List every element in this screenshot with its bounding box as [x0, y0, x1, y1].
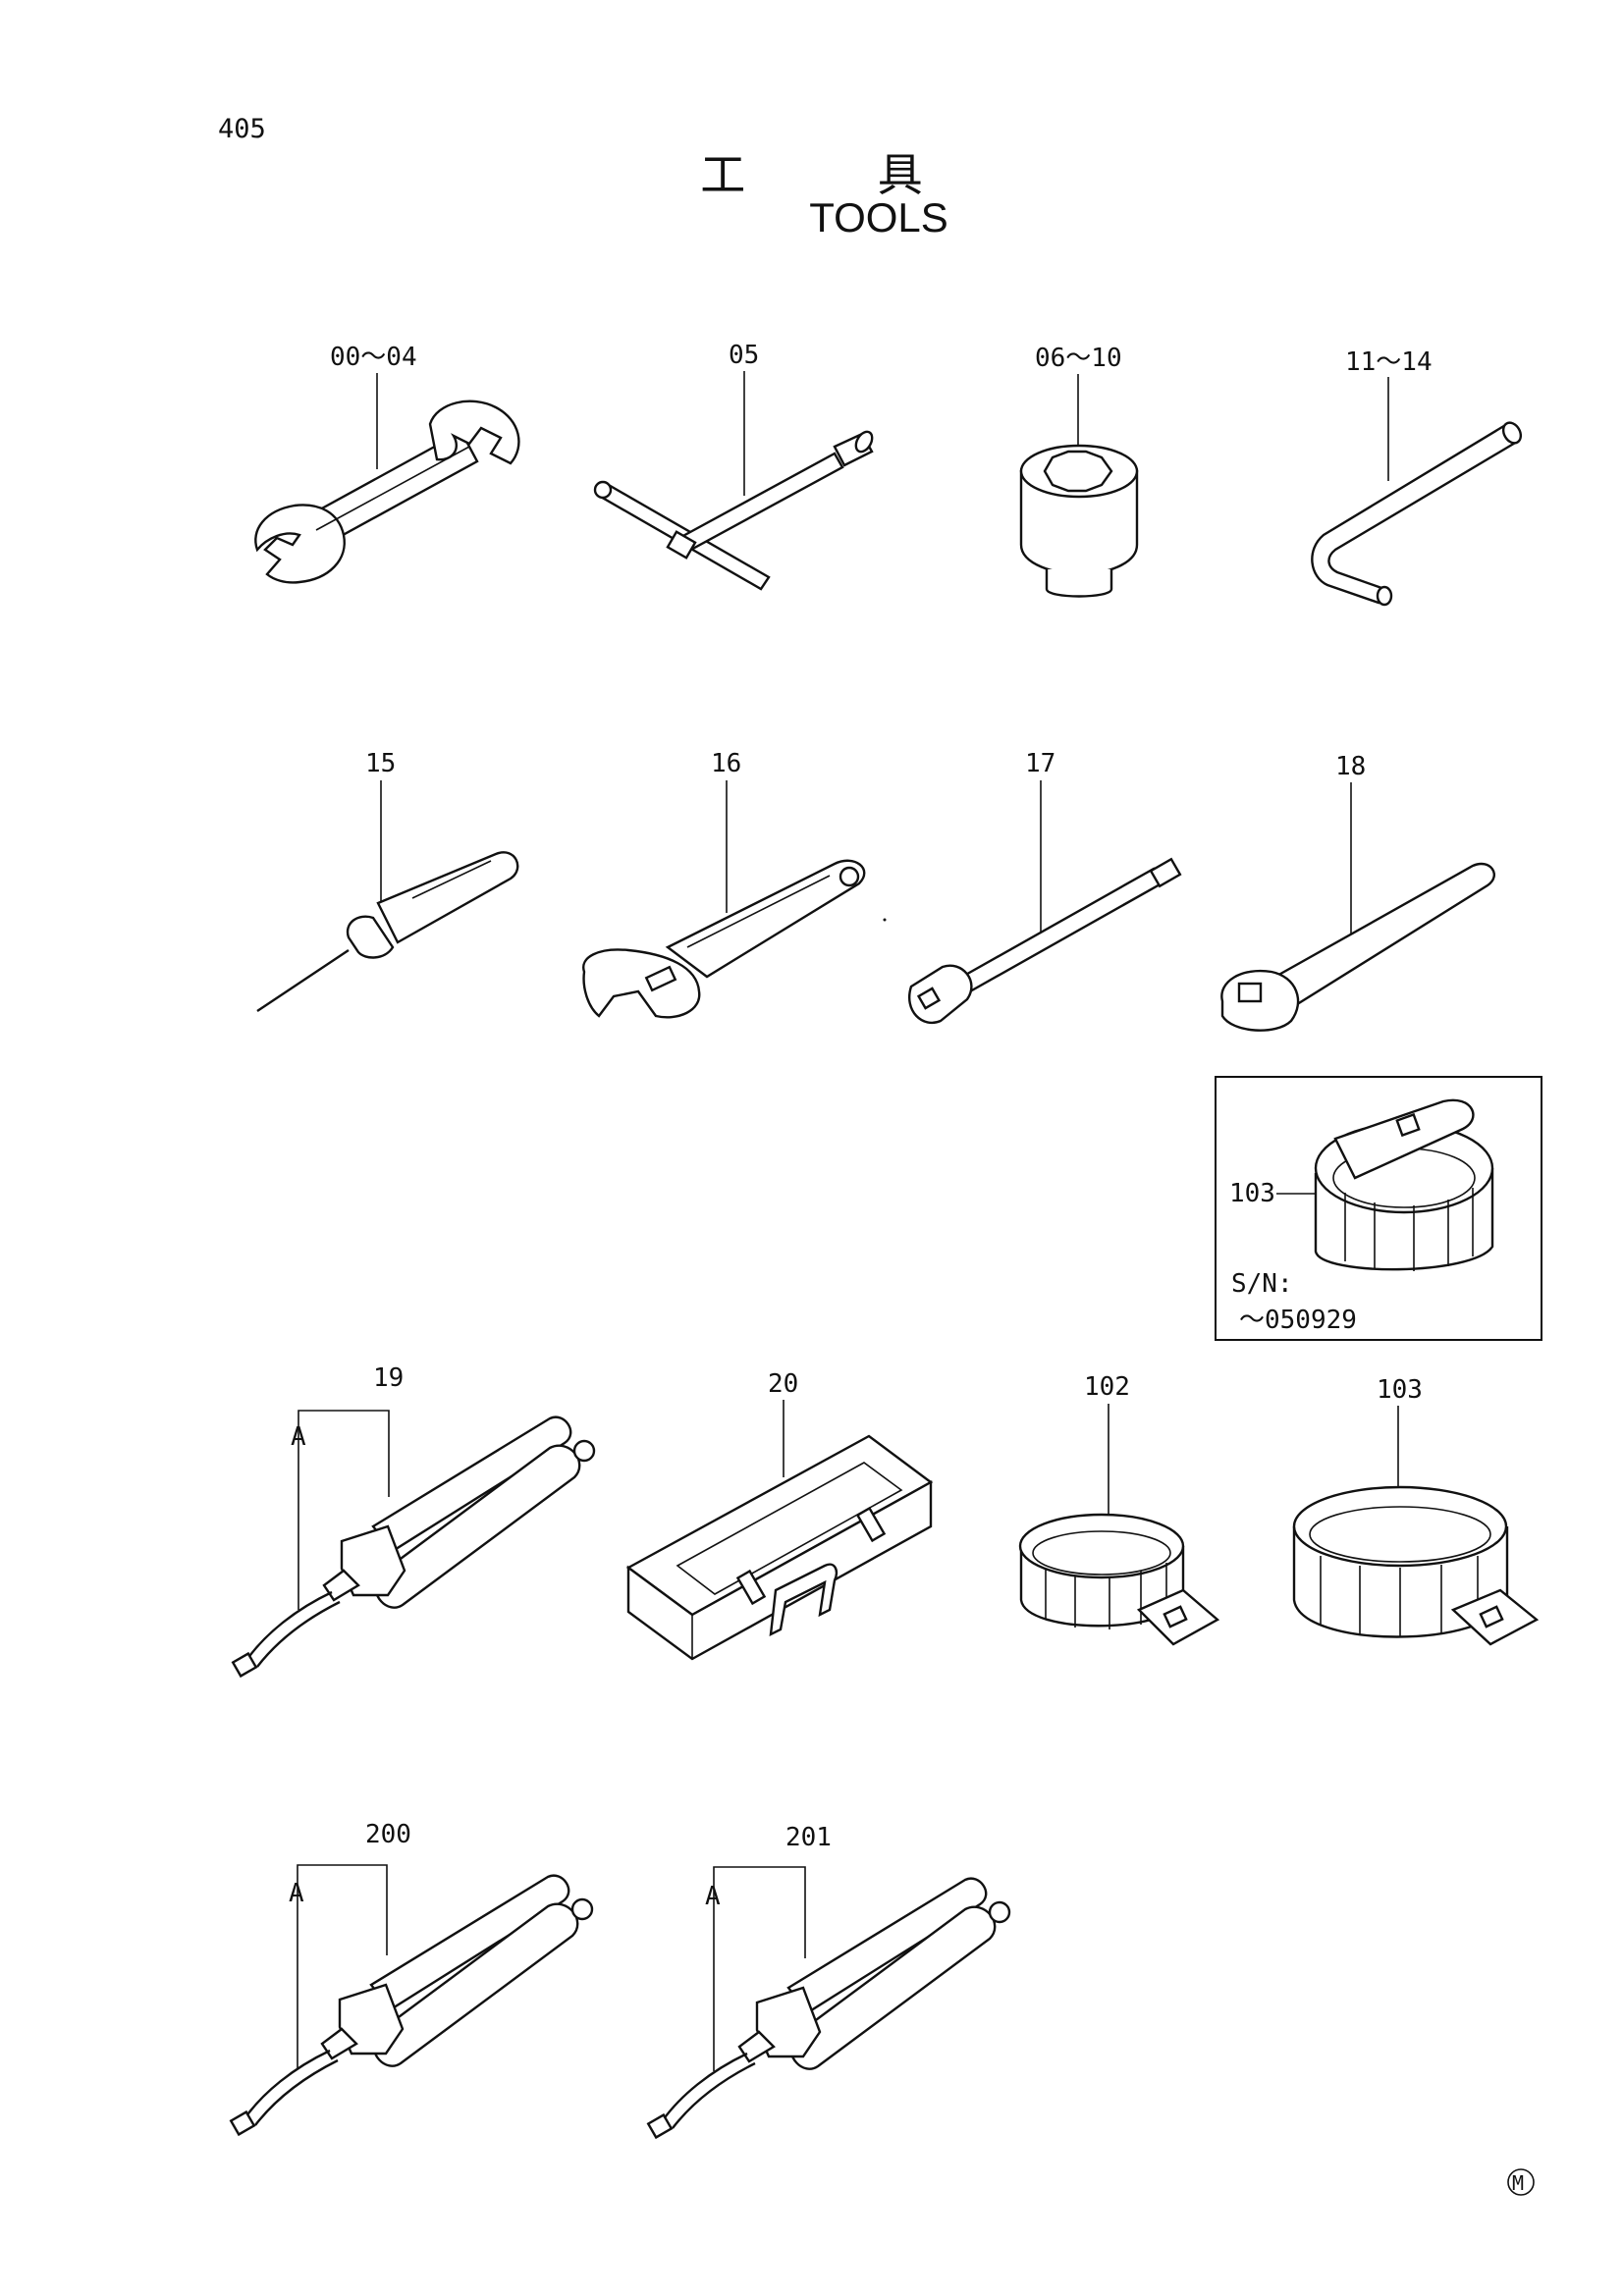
- part-200: 200 A: [229, 1820, 594, 2137]
- part-label: 103: [1377, 1375, 1423, 1405]
- part-18: 18: [1220, 752, 1495, 1032]
- part-label: 19: [373, 1363, 404, 1393]
- part-00-04: 00～04: [254, 343, 520, 584]
- m-mark-text: M: [1512, 2171, 1524, 2195]
- double-open-end-wrench-icon: [254, 400, 520, 584]
- ratchet-handle-icon: [1220, 862, 1495, 1032]
- inset-box: 103 S/N: ～050929: [1215, 1076, 1542, 1341]
- m-mark: M: [1507, 2168, 1535, 2196]
- part-label: 11～14: [1345, 347, 1433, 377]
- part-label: 102: [1084, 1372, 1130, 1402]
- part-sub-label: A: [705, 1882, 721, 1911]
- part-20: 20: [625, 1369, 934, 1661]
- part-103: 103: [1292, 1375, 1540, 1646]
- part-201: 201 A: [646, 1823, 1011, 2140]
- part-label: 15: [365, 749, 396, 778]
- filter-wrench-large-icon: [1292, 1485, 1540, 1646]
- title-japanese: 工 具: [700, 148, 982, 201]
- part-19: 19 A: [231, 1363, 596, 1679]
- t-handle-socket-wrench-icon: [593, 430, 874, 591]
- part-label: 06～10: [1035, 344, 1122, 373]
- part-label: 16: [711, 749, 741, 778]
- tool-box-icon: [625, 1434, 934, 1661]
- grease-gun-icon: [229, 1874, 594, 2137]
- part-15: 15: [256, 749, 519, 1012]
- part-06-10: 06～10: [1019, 344, 1139, 598]
- part-label: 201: [785, 1823, 832, 1852]
- part-102: 102: [1018, 1372, 1220, 1646]
- inset-serial-heading: S/N:: [1231, 1269, 1293, 1299]
- part-label: 200: [365, 1820, 411, 1849]
- inset-label: 103: [1229, 1179, 1275, 1208]
- grease-gun-icon: [646, 1877, 1011, 2140]
- title-english: TOOLS: [809, 194, 948, 240]
- adjustable-wrench-icon: [582, 859, 866, 1019]
- extension-bar-icon: [908, 857, 1182, 1024]
- part-17: 17: [908, 749, 1182, 1024]
- hex-key-icon: [1311, 421, 1523, 607]
- page-number: 405: [218, 114, 266, 144]
- part-16: 16: [582, 749, 866, 1019]
- part-label: 20: [768, 1369, 798, 1399]
- part-label: 05: [729, 341, 759, 370]
- part-sub-label: A: [289, 1879, 304, 1908]
- part-label: 00～04: [330, 343, 417, 372]
- part-label: 17: [1025, 749, 1055, 778]
- part-11-14: 11～14: [1311, 347, 1523, 607]
- part-label: 18: [1335, 752, 1366, 781]
- part-05: 05: [593, 341, 874, 591]
- filter-cap-wrench-icon: [1314, 1098, 1494, 1271]
- socket-icon: [1019, 444, 1139, 598]
- inset-serial-range: ～050929: [1239, 1306, 1357, 1335]
- filter-wrench-icon: [1018, 1513, 1220, 1646]
- screwdriver-icon: [256, 851, 519, 1012]
- grease-gun-icon: [231, 1415, 596, 1679]
